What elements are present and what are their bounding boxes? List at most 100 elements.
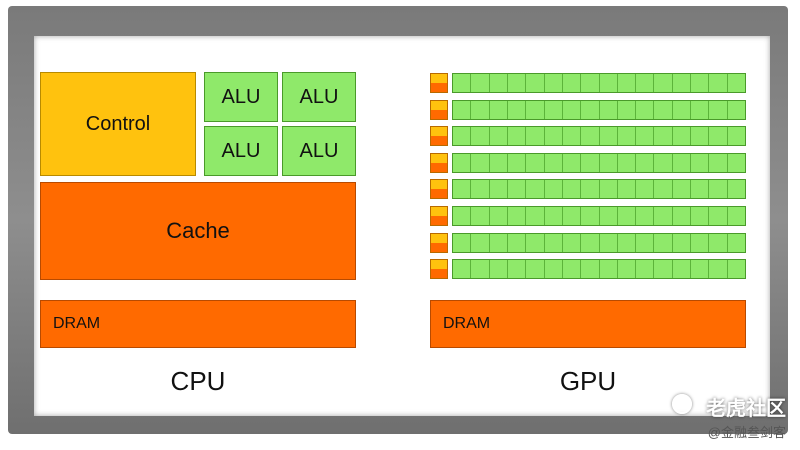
gpu-alu-cell: [544, 260, 563, 279]
gpu-alu-cell: [453, 74, 472, 92]
gpu-alu-cell: [489, 100, 508, 119]
gpu-alu-cell: [471, 260, 490, 279]
gpu-alu-cell: [489, 180, 508, 199]
gpu-alu-cell: [507, 74, 527, 92]
gpu-alu-strip: [452, 232, 746, 253]
gpu-control-cache-block: [430, 152, 448, 173]
gpu-row: [430, 99, 746, 120]
gpu-alu-cell: [654, 74, 673, 92]
gpu-control-cache-block: [430, 99, 448, 120]
gpu-control-cache-block: [430, 73, 448, 93]
gpu-alu-cell: [654, 100, 673, 119]
gpu-alu-cell: [709, 74, 728, 92]
gpu-alu-strip: [452, 179, 746, 200]
gpu-control-cache-block: [430, 232, 448, 253]
gpu-alu-cell: [672, 260, 692, 279]
gpu-alu-cell: [672, 100, 692, 119]
gpu-alu-cell: [581, 180, 600, 199]
gpu-alu-cell: [581, 74, 600, 92]
gpu-alu-cell: [544, 207, 563, 225]
gpu-alu-cell: [691, 127, 710, 146]
gpu-alu-cell: [526, 233, 545, 252]
gpu-alu-cell: [471, 127, 490, 146]
gpu-alu-cell: [672, 180, 692, 199]
gpu-alu-cell: [636, 74, 655, 92]
gpu-alu-cell: [672, 233, 692, 252]
gpu-alu-cell: [581, 207, 600, 225]
gpu-control-cache-block: [430, 179, 448, 200]
gpu-alu-cell: [562, 153, 582, 172]
gpu-alu-cell: [709, 233, 728, 252]
gpu-row: [430, 126, 746, 147]
gpu-alu-cell: [507, 233, 527, 252]
gpu-alu-cell: [453, 207, 472, 225]
gpu-alu-cell: [709, 127, 728, 146]
gpu-alu-cell: [544, 233, 563, 252]
gpu-alu-cell: [562, 233, 582, 252]
gpu-control-cache-block: [430, 206, 448, 226]
gpu-alu-cell: [526, 127, 545, 146]
gpu-alu-cell: [489, 233, 508, 252]
gpu-alu-cell: [709, 100, 728, 119]
gpu-alu-cell: [599, 100, 618, 119]
gpu-alu-cell: [636, 127, 655, 146]
gpu-alu-cell: [672, 74, 692, 92]
gpu-alu-cell: [672, 127, 692, 146]
gpu-alu-cell: [526, 74, 545, 92]
gpu-alu-cell: [599, 153, 618, 172]
gpu-alu-cell: [581, 127, 600, 146]
cpu-dram-block: DRAM: [40, 300, 356, 348]
gpu-row: [430, 73, 746, 93]
cpu-alu-block-1: ALU: [204, 72, 278, 122]
gpu-alu-cell: [544, 127, 563, 146]
gpu-alu-cell: [562, 260, 582, 279]
gpu-alu-cell: [599, 260, 618, 279]
gpu-alu-cell: [654, 233, 673, 252]
gpu-alu-cell: [709, 180, 728, 199]
gpu-alu-cell: [654, 260, 673, 279]
gpu-alu-cell: [507, 207, 527, 225]
gpu-alu-cell: [727, 260, 745, 279]
gpu-alu-strip: [452, 73, 746, 93]
gpu-alu-cell: [617, 100, 637, 119]
gpu-row: [430, 152, 746, 173]
gpu-alu-cell: [526, 180, 545, 199]
gpu-alu-cell: [453, 127, 472, 146]
gpu-alu-cell: [654, 127, 673, 146]
gpu-alu-cell: [581, 260, 600, 279]
watermark-handle: @金融叁剑客: [707, 425, 786, 440]
gpu-alu-strip: [452, 152, 746, 173]
gpu-alu-cell: [691, 180, 710, 199]
gpu-title: GPU: [559, 366, 617, 396]
gpu-alu-cell: [672, 153, 692, 172]
gpu-alu-cell: [471, 180, 490, 199]
gpu-alu-cell: [562, 127, 582, 146]
gpu-alu-cell: [489, 207, 508, 225]
gpu-alu-cell: [617, 153, 637, 172]
gpu-alu-cell: [526, 207, 545, 225]
gpu-alu-cell: [453, 153, 472, 172]
gpu-alu-cell: [471, 153, 490, 172]
gpu-alu-cell: [507, 100, 527, 119]
gpu-alu-cell: [599, 74, 618, 92]
gpu-alu-cell: [617, 127, 637, 146]
gpu-alu-cell: [727, 180, 745, 199]
gpu-alu-cell: [453, 180, 472, 199]
gpu-row: [430, 232, 746, 253]
gpu-alu-strip: [452, 126, 746, 147]
gpu-alu-cell: [636, 180, 655, 199]
gpu-alu-cell: [636, 233, 655, 252]
gpu-alu-cell: [489, 74, 508, 92]
gpu-alu-cell: [599, 180, 618, 199]
gpu-alu-cell: [562, 74, 582, 92]
gpu-alu-cell: [562, 207, 582, 225]
gpu-alu-cell: [489, 260, 508, 279]
gpu-alu-cell: [544, 74, 563, 92]
gpu-alu-cell: [471, 233, 490, 252]
gpu-alu-cell: [526, 260, 545, 279]
gpu-alu-cell: [544, 100, 563, 119]
cpu-alu-block-3: ALU: [204, 126, 278, 176]
gpu-alu-cell: [691, 233, 710, 252]
gpu-alu-strip: [452, 259, 746, 280]
cpu-alu-block-4: ALU: [282, 126, 356, 176]
